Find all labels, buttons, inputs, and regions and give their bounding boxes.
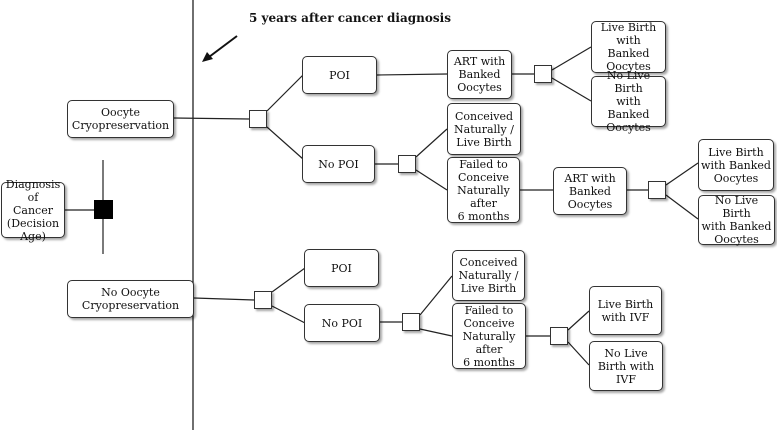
chance-node — [550, 327, 568, 345]
cryo-to-chance — [173, 117, 250, 120]
no-live-birth-banked-box: No Live Birth with Banked Oocytes — [591, 69, 666, 134]
chance-node — [398, 155, 416, 173]
chance1-to-nopoi — [266, 126, 304, 160]
chance1-to-poi — [266, 74, 304, 112]
conceived-naturally-box: Conceived Naturally / Live Birth — [452, 250, 525, 301]
no-poi-box: No POI — [302, 145, 375, 183]
chance2-to-livebirth — [551, 46, 592, 71]
live-birth-banked-box: Live Birth with Banked Oocytes — [698, 139, 774, 191]
time-horizon-label: 5 years after cancer diagnosis — [249, 11, 451, 25]
chance-node — [402, 313, 420, 331]
time-arrow-head — [202, 52, 213, 62]
chance4-to-nolivebirth — [665, 194, 699, 220]
chance5-to-nopoi — [271, 305, 306, 324]
chance7-to-livebirth-ivf — [567, 310, 590, 331]
chance7-to-nolivebirth-ivf — [567, 341, 590, 366]
nocryo-to-chance — [193, 297, 255, 301]
time-arrow-shaft — [208, 35, 238, 58]
diagnosis-box: Diagnosis of Cancer (Decision Age) — [1, 178, 65, 243]
chance-node — [249, 110, 267, 128]
art-banked-oocytes-box: ART with Banked Oocytes — [553, 167, 627, 215]
no-oocyte-cryopreservation-box: No Oocyte Cryopreservation — [67, 280, 194, 318]
chance3-to-failed — [415, 169, 448, 191]
chance3-to-conceived — [415, 128, 448, 158]
chance-node — [534, 65, 552, 83]
chance6-to-failed — [419, 328, 453, 337]
art-banked-oocytes-box: ART with Banked Oocytes — [447, 50, 512, 99]
chance-node — [254, 291, 272, 309]
decision-node — [94, 200, 113, 219]
chance4-to-livebirth — [665, 162, 699, 186]
no-poi-box: No POI — [304, 304, 380, 342]
no-live-birth-banked-box: No Live Birth with Banked Oocytes — [698, 194, 775, 246]
chance5-to-poi — [271, 267, 306, 293]
live-birth-banked-box: Live Birth with Banked Oocytes — [591, 21, 666, 73]
failed-to-conceive-box: Failed to Conceive Naturally after 6 mon… — [447, 157, 520, 223]
oocyte-cryopreservation-box: Oocyte Cryopreservation — [67, 100, 174, 138]
failed-to-conceive-box: Failed to Conceive Naturally after 6 mon… — [452, 303, 526, 369]
no-live-birth-ivf-box: No Live Birth with IVF — [589, 341, 663, 391]
live-birth-ivf-box: Live Birth with IVF — [589, 286, 662, 335]
poi-to-art1 — [376, 73, 448, 76]
chance-node — [648, 181, 666, 199]
chance6-to-conceived — [419, 275, 453, 316]
chance2-to-nolivebirth — [551, 77, 592, 102]
poi-box: POI — [304, 249, 379, 287]
poi-box: POI — [302, 56, 377, 94]
conceived-naturally-box: Conceived Naturally / Live Birth — [447, 103, 521, 155]
